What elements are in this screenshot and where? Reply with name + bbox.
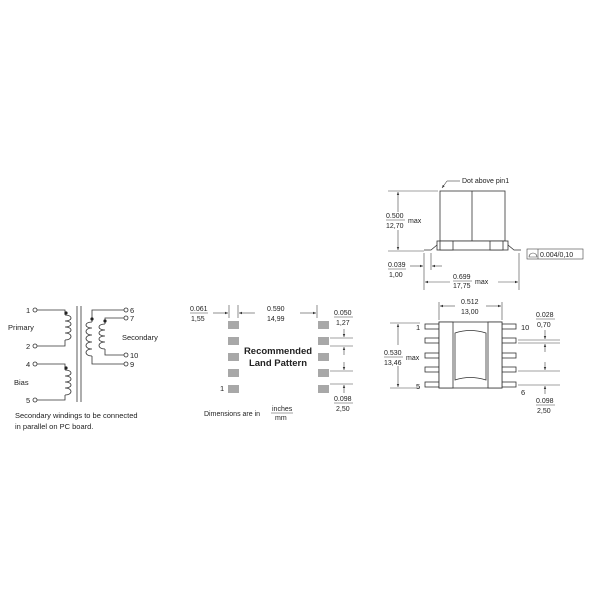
top-pin-5-label: 5 (416, 382, 420, 391)
leads (424, 323, 517, 388)
dot-above-pin1-note: Dot above pin1 (462, 178, 509, 185)
span-mm: 14,99 (267, 316, 285, 323)
land-pattern-title-2: Land Pattern (249, 358, 307, 369)
lead-mm: 1,00 (389, 272, 403, 279)
note-line-1: Secondary windings to be connected (15, 411, 138, 420)
transformer-schematic: 1 2 4 5 6 7 10 9 Primary Bias Secondary … (8, 306, 158, 431)
pad-height-mm: 1,27 (336, 320, 350, 327)
units-inches: inches (272, 406, 293, 413)
width-inches: 0.699 (453, 274, 471, 281)
lead-width-mm: 0,70 (537, 322, 551, 329)
length-max: max (406, 355, 420, 362)
primary-winding (32, 307, 72, 349)
body-width-inches: 0.512 (461, 299, 479, 306)
pin-4-label: 4 (26, 360, 30, 369)
units-mm: mm (275, 415, 287, 422)
pin-1-label: 1 (26, 306, 30, 315)
flatness-icon (528, 252, 538, 258)
top-pin-10-label: 10 (521, 323, 529, 332)
secondary-winding (85, 307, 129, 367)
top-pin-1-label: 1 (416, 323, 420, 332)
pin-9-label: 9 (130, 360, 134, 369)
pin-5-label: 5 (26, 396, 30, 405)
bias-winding (32, 361, 72, 403)
pin-2-label: 2 (26, 342, 30, 351)
flatness-callout: 0.004/0,10 (526, 248, 584, 260)
height-inches: 0.500 (386, 213, 404, 220)
dimension-lines (213, 305, 353, 393)
pin-10-label: 10 (130, 351, 138, 360)
flatness-value: 0.004/0,10 (540, 252, 573, 259)
pads (228, 321, 329, 393)
length-mm: 13,46 (384, 360, 402, 367)
side-view: Dot above pin1 0.500 12,70 max 0.039 1,0… (386, 178, 584, 290)
top-pitch-inches: 0.098 (536, 398, 554, 405)
units-note: Dimensions are in (204, 411, 260, 418)
span-inches: 0.590 (267, 306, 285, 313)
length-inches: 0.530 (384, 350, 402, 357)
land-pattern: 0.061 1,55 0.590 14,99 0.050 1,27 0.098 … (190, 305, 353, 422)
bias-label: Bias (14, 378, 29, 387)
lead-inches: 0.039 (388, 262, 406, 269)
pin-7-label: 7 (130, 314, 134, 323)
pitch-mm: 2,50 (336, 406, 350, 413)
pad-width-inches: 0.061 (190, 306, 208, 313)
width-max: max (475, 279, 489, 286)
body-width-mm: 13,00 (461, 309, 479, 316)
top-view: 0.512 13,00 0.530 13,46 max 1 5 10 6 0.0… (384, 299, 560, 415)
primary-label: Primary (8, 323, 34, 332)
land-pin-1-label: 1 (220, 384, 224, 393)
top-pitch-mm: 2,50 (537, 408, 551, 415)
pitch-inches: 0.098 (334, 396, 352, 403)
pad-width-mm: 1,55 (191, 316, 205, 323)
note-line-2: in parallel on PC board. (15, 422, 93, 431)
lead-width-inches: 0.028 (536, 312, 554, 319)
height-max: max (408, 218, 422, 225)
height-mm: 12,70 (386, 223, 404, 230)
width-mm: 17,75 (453, 283, 471, 290)
secondary-label: Secondary (122, 333, 158, 342)
transformer-core (76, 306, 82, 402)
pin-6-label: 6 (130, 306, 134, 315)
top-pin-6-label: 6 (521, 388, 525, 397)
pad-height-inches: 0.050 (334, 310, 352, 317)
land-pattern-title-1: Recommended (244, 346, 312, 357)
